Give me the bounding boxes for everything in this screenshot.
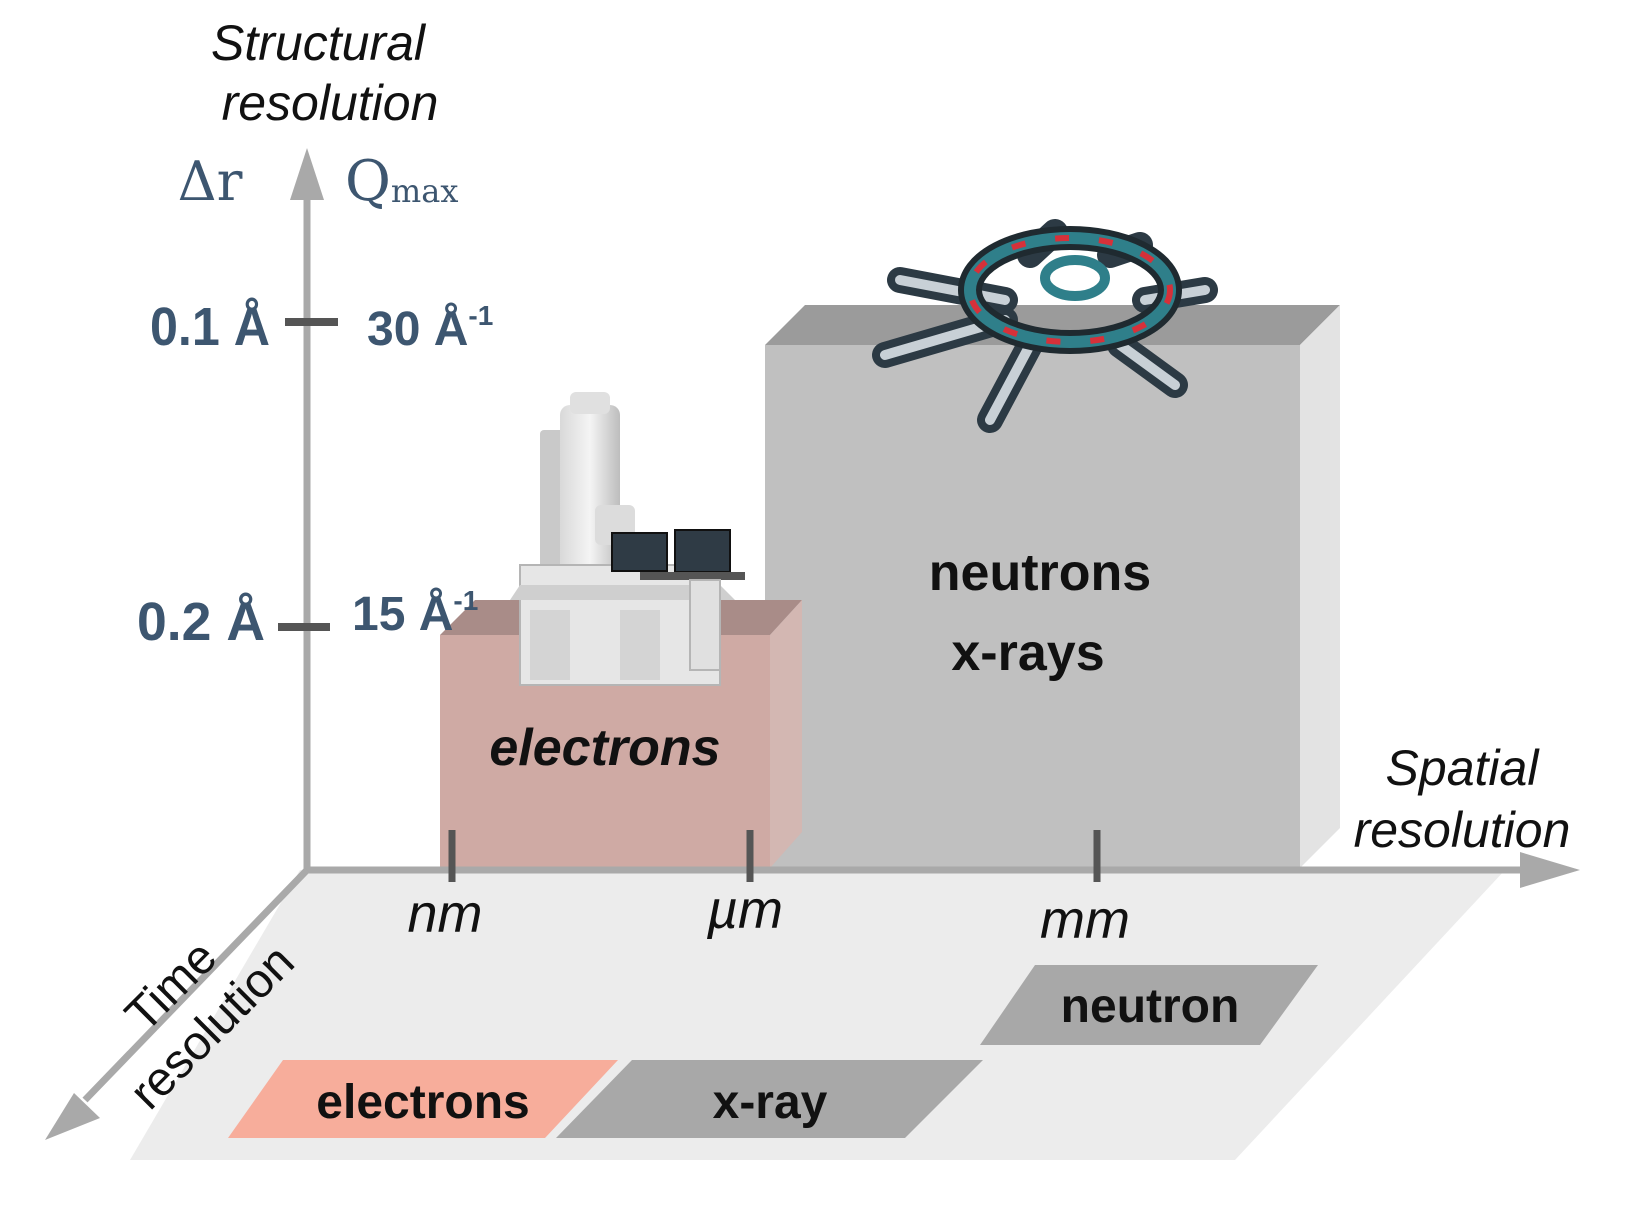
floor-band-electrons-label: electrons bbox=[316, 1076, 529, 1129]
neutron-xray-block bbox=[765, 305, 1340, 868]
y-axis-title-line2: resolution bbox=[222, 75, 439, 131]
y-axis-arrow-icon bbox=[290, 148, 324, 200]
x-axis-arrow-icon bbox=[1520, 852, 1580, 888]
floor-band-xray-label: x-ray bbox=[713, 1076, 828, 1129]
floor-band-neutron-label: neutron bbox=[1061, 980, 1240, 1033]
floor-band-neutron bbox=[980, 965, 1318, 1045]
floor-band-xray bbox=[556, 1060, 983, 1138]
y-tick-label-left: 0.2 Å bbox=[137, 592, 265, 652]
xrays-block-label: x-rays bbox=[951, 624, 1104, 682]
x-tick-label: mm bbox=[1040, 890, 1130, 950]
electrons-block-label: electrons bbox=[489, 719, 720, 777]
floor-band-electrons bbox=[228, 1060, 618, 1138]
x-tick-label: nm bbox=[407, 884, 482, 944]
x-tick-label: µm bbox=[706, 880, 783, 940]
y-axis-title-line1: Structural bbox=[211, 15, 427, 71]
axes bbox=[45, 148, 1580, 1140]
electron-microscope-icon bbox=[510, 392, 745, 686]
y-tick-label-right: 15 Å-1 bbox=[352, 585, 478, 641]
y-axis-symbol-qmax: Qmax bbox=[345, 149, 458, 214]
neutrons-block-label: neutrons bbox=[929, 544, 1151, 602]
y-tick-label-left: 0.1 Å bbox=[150, 297, 270, 357]
x-axis-title-line2: resolution bbox=[1354, 802, 1571, 858]
x-axis-title-line1: Spatial bbox=[1386, 740, 1541, 796]
y-axis-symbol-dr: Δr bbox=[178, 150, 243, 213]
z-axis-arrow-icon bbox=[45, 1093, 100, 1140]
y-tick-label-right: 30 Å-1 bbox=[367, 300, 493, 356]
synchrotron-ring-icon bbox=[872, 219, 1218, 433]
